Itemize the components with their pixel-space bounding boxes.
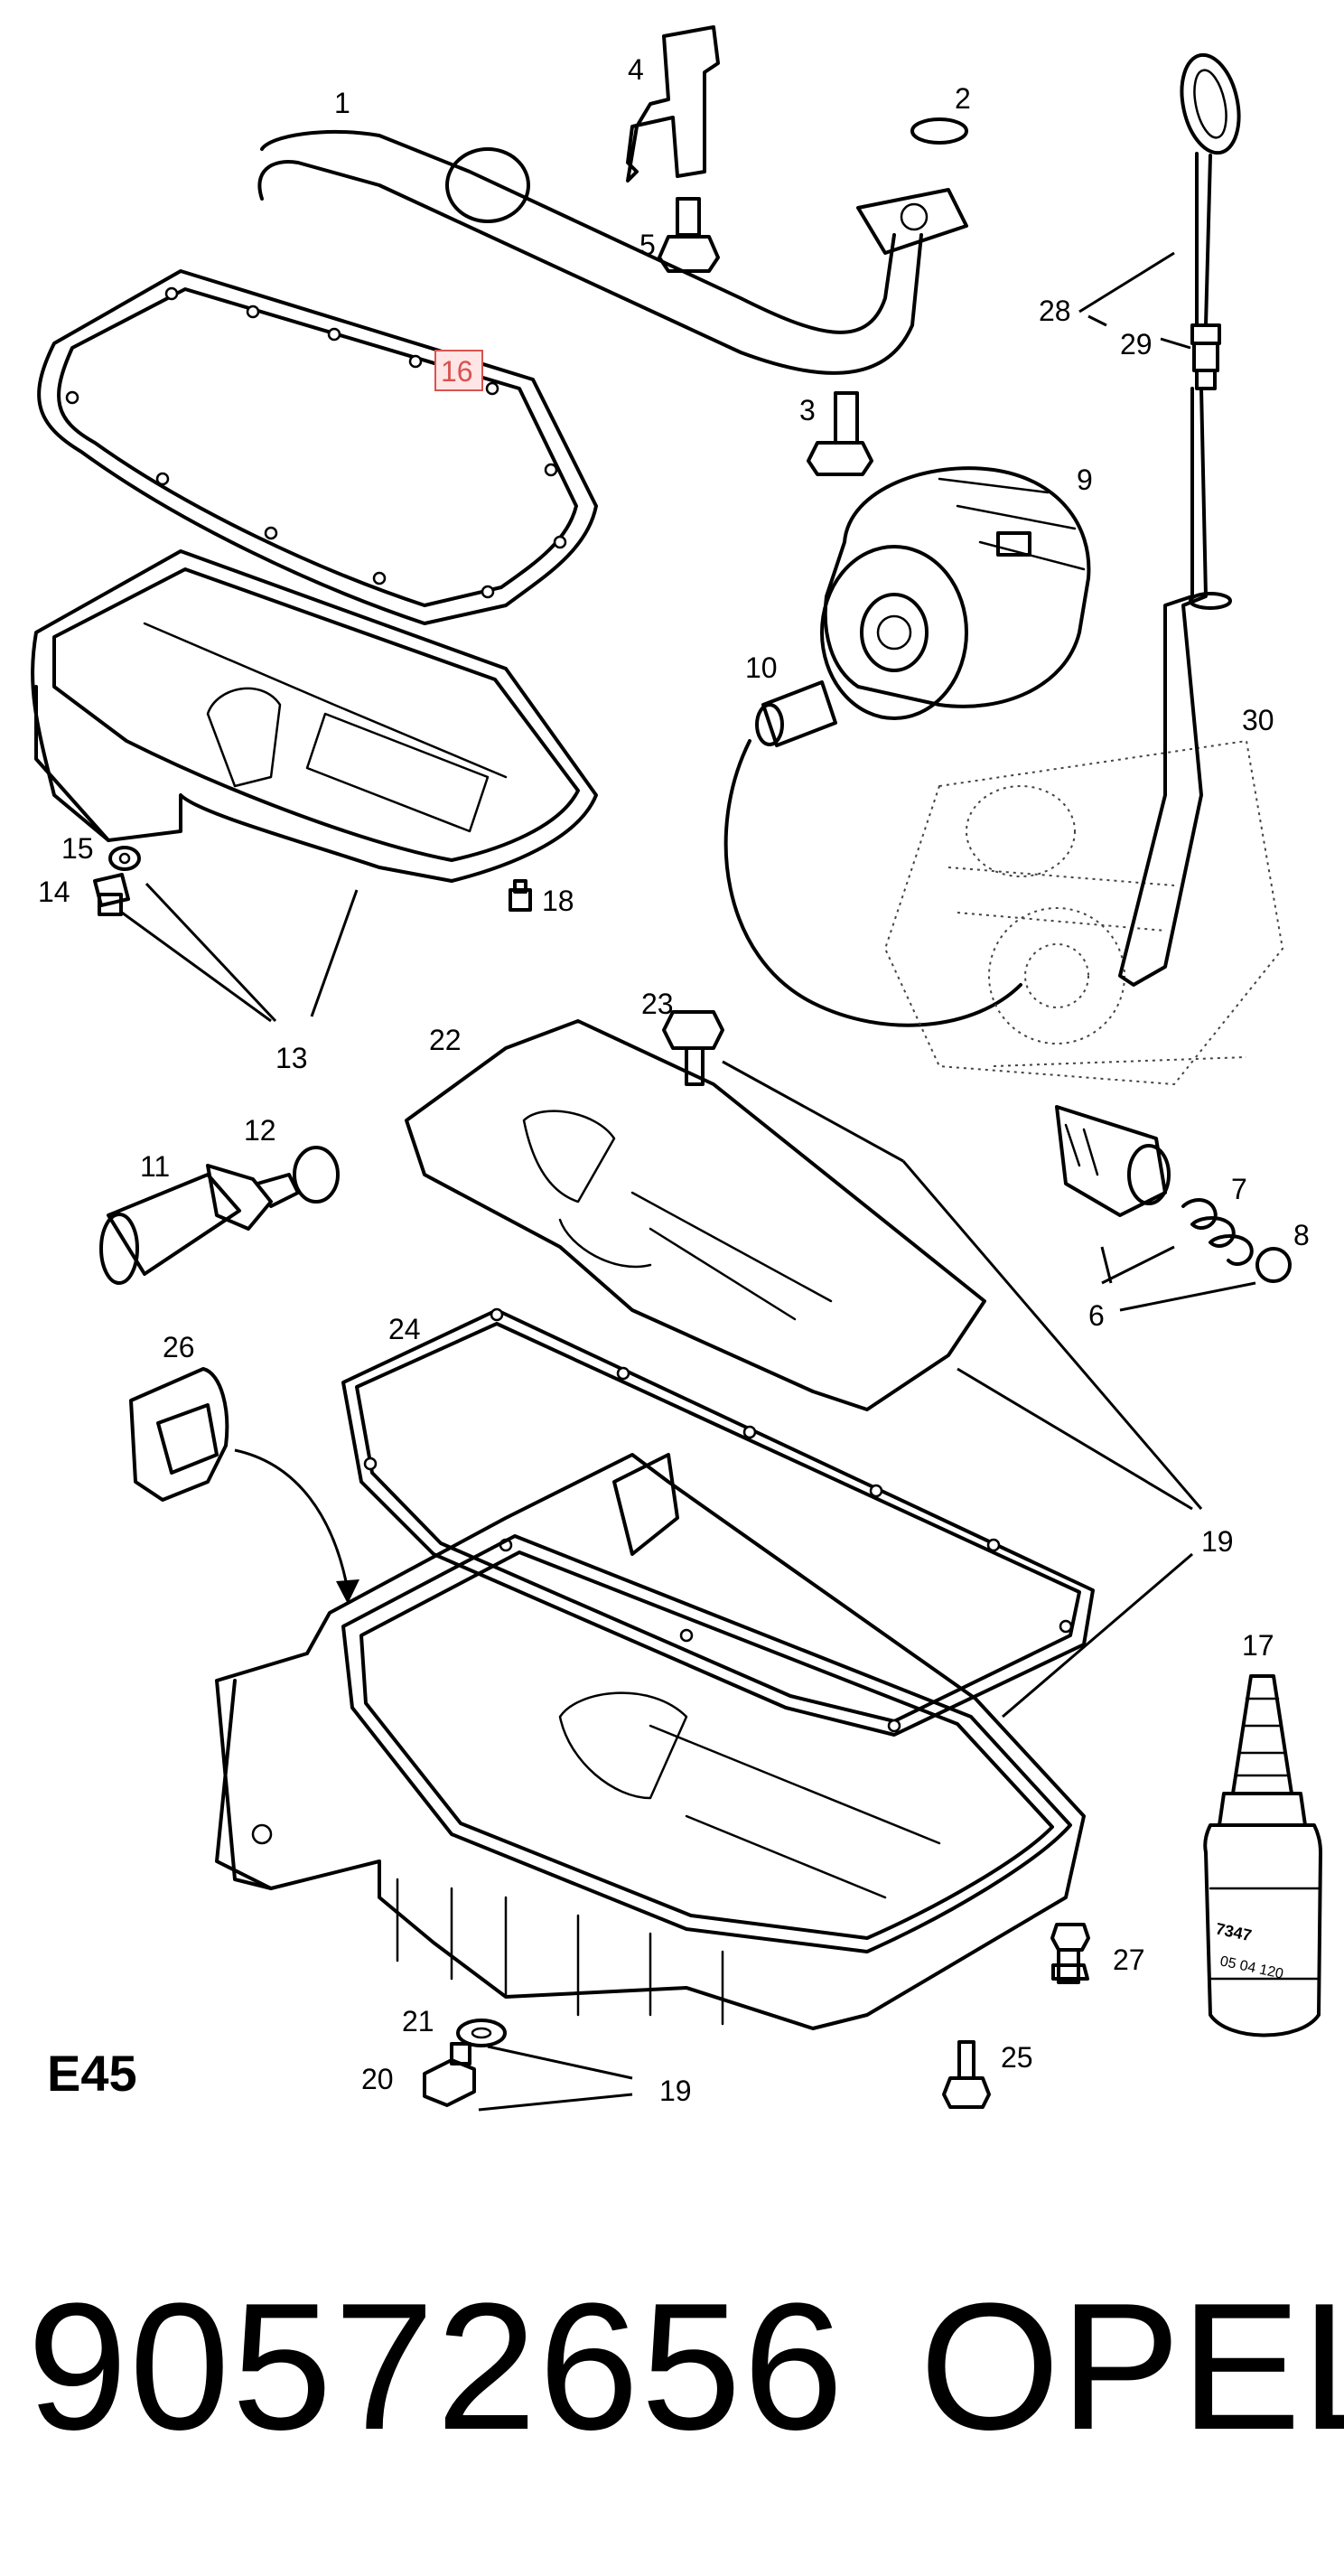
callout-17: 17 <box>1242 1629 1274 1662</box>
callout-19: 19 <box>1201 1525 1234 1558</box>
arrow-26-head <box>336 1579 359 1604</box>
callout-20: 20 <box>361 2063 394 2095</box>
callout-16: 16 <box>441 355 473 388</box>
part-3-bolt <box>807 391 873 476</box>
part-28-dipstick <box>1180 52 1241 327</box>
callout-22: 22 <box>429 1024 462 1056</box>
callout-1: 1 <box>334 87 350 119</box>
callout-5: 5 <box>639 229 656 261</box>
part-21-washer <box>456 2019 507 2047</box>
part-30-dipstick-tube <box>1118 387 1232 987</box>
part-8-ball <box>1255 1247 1292 1283</box>
part-23-bolt <box>662 1010 724 1086</box>
callout-30: 30 <box>1242 704 1274 736</box>
bottle-label-a: 7347 <box>1214 1919 1253 1944</box>
callout-9: 9 <box>1077 464 1093 496</box>
callout-4: 4 <box>628 53 644 86</box>
callout-13: 13 <box>275 1042 308 1074</box>
part-19-lower-oil-pan <box>215 1453 1086 2030</box>
part-24-gasket <box>341 1307 1095 1737</box>
part-17-sealant-bottle: 7347 05 04 120 <box>1203 1674 1322 2037</box>
part-6-relief-valve <box>1055 1105 1171 1217</box>
part-29-seal <box>1190 323 1221 390</box>
callout-6: 6 <box>1088 1299 1105 1332</box>
callout-15: 15 <box>61 832 94 865</box>
callout-24: 24 <box>388 1313 421 1345</box>
callout-labels: 1 2 3 4 5 6 7 8 9 10 11 12 13 14 15 16 1… <box>38 53 1310 2107</box>
callout-2: 2 <box>955 82 971 115</box>
part-1-suction-pipe <box>257 130 968 375</box>
part-9-oil-filter <box>820 466 1091 720</box>
exploded-parts-diagram: 7347 05 04 120 1 2 3 4 5 6 7 8 <box>31 25 1322 2112</box>
part-27-bolt <box>1050 1923 1090 1984</box>
callout-10: 10 <box>745 651 778 684</box>
part-10-nipple <box>755 680 837 747</box>
part-25-bolt <box>942 2040 991 2109</box>
part-5-bolt <box>658 197 720 273</box>
part-7-spring <box>1181 1198 1254 1266</box>
part-14-drain-plug <box>93 873 130 916</box>
callout-8: 8 <box>1293 1219 1310 1251</box>
callout-29: 29 <box>1120 328 1153 361</box>
part-4-bracket <box>626 25 720 183</box>
part-11-oil-pressure-switch <box>99 1164 300 1285</box>
callout-16-highlight <box>434 350 483 391</box>
callout-19-drain: 19 <box>659 2075 692 2107</box>
callout-26: 26 <box>163 1331 195 1363</box>
part-16-gasket <box>37 269 598 625</box>
callout-28: 28 <box>1039 295 1071 327</box>
callout-25: 25 <box>1001 2041 1033 2074</box>
part-15-washer <box>108 846 141 871</box>
brand-name: OPEL <box>919 2266 1344 2468</box>
callout-11: 11 <box>140 1150 170 1183</box>
leader-lines <box>121 251 1256 2112</box>
callout-14: 14 <box>38 876 70 908</box>
part-number: 90572656 <box>27 2266 845 2468</box>
callout-12: 12 <box>244 1114 276 1147</box>
part-22-baffle-plate <box>405 1019 986 1411</box>
callout-7: 7 <box>1231 1173 1247 1205</box>
callout-21: 21 <box>402 2005 434 2037</box>
callout-3: 3 <box>799 394 816 426</box>
arrow-26 <box>234 1448 350 1591</box>
part-20-drain-plug <box>423 2042 476 2107</box>
engine-detail-view <box>723 739 1284 1086</box>
callout-27: 27 <box>1113 1944 1145 1976</box>
part-2-o-ring <box>910 117 968 145</box>
part-18-plug <box>509 879 532 912</box>
part-13-upper-oil-pan <box>31 549 598 883</box>
callout-18: 18 <box>542 885 574 917</box>
callout-23: 23 <box>641 988 674 1020</box>
part-12-seal-ring <box>293 1146 340 1204</box>
part-26-bracket <box>129 1367 229 1502</box>
section-code: E45 <box>47 2045 137 2102</box>
